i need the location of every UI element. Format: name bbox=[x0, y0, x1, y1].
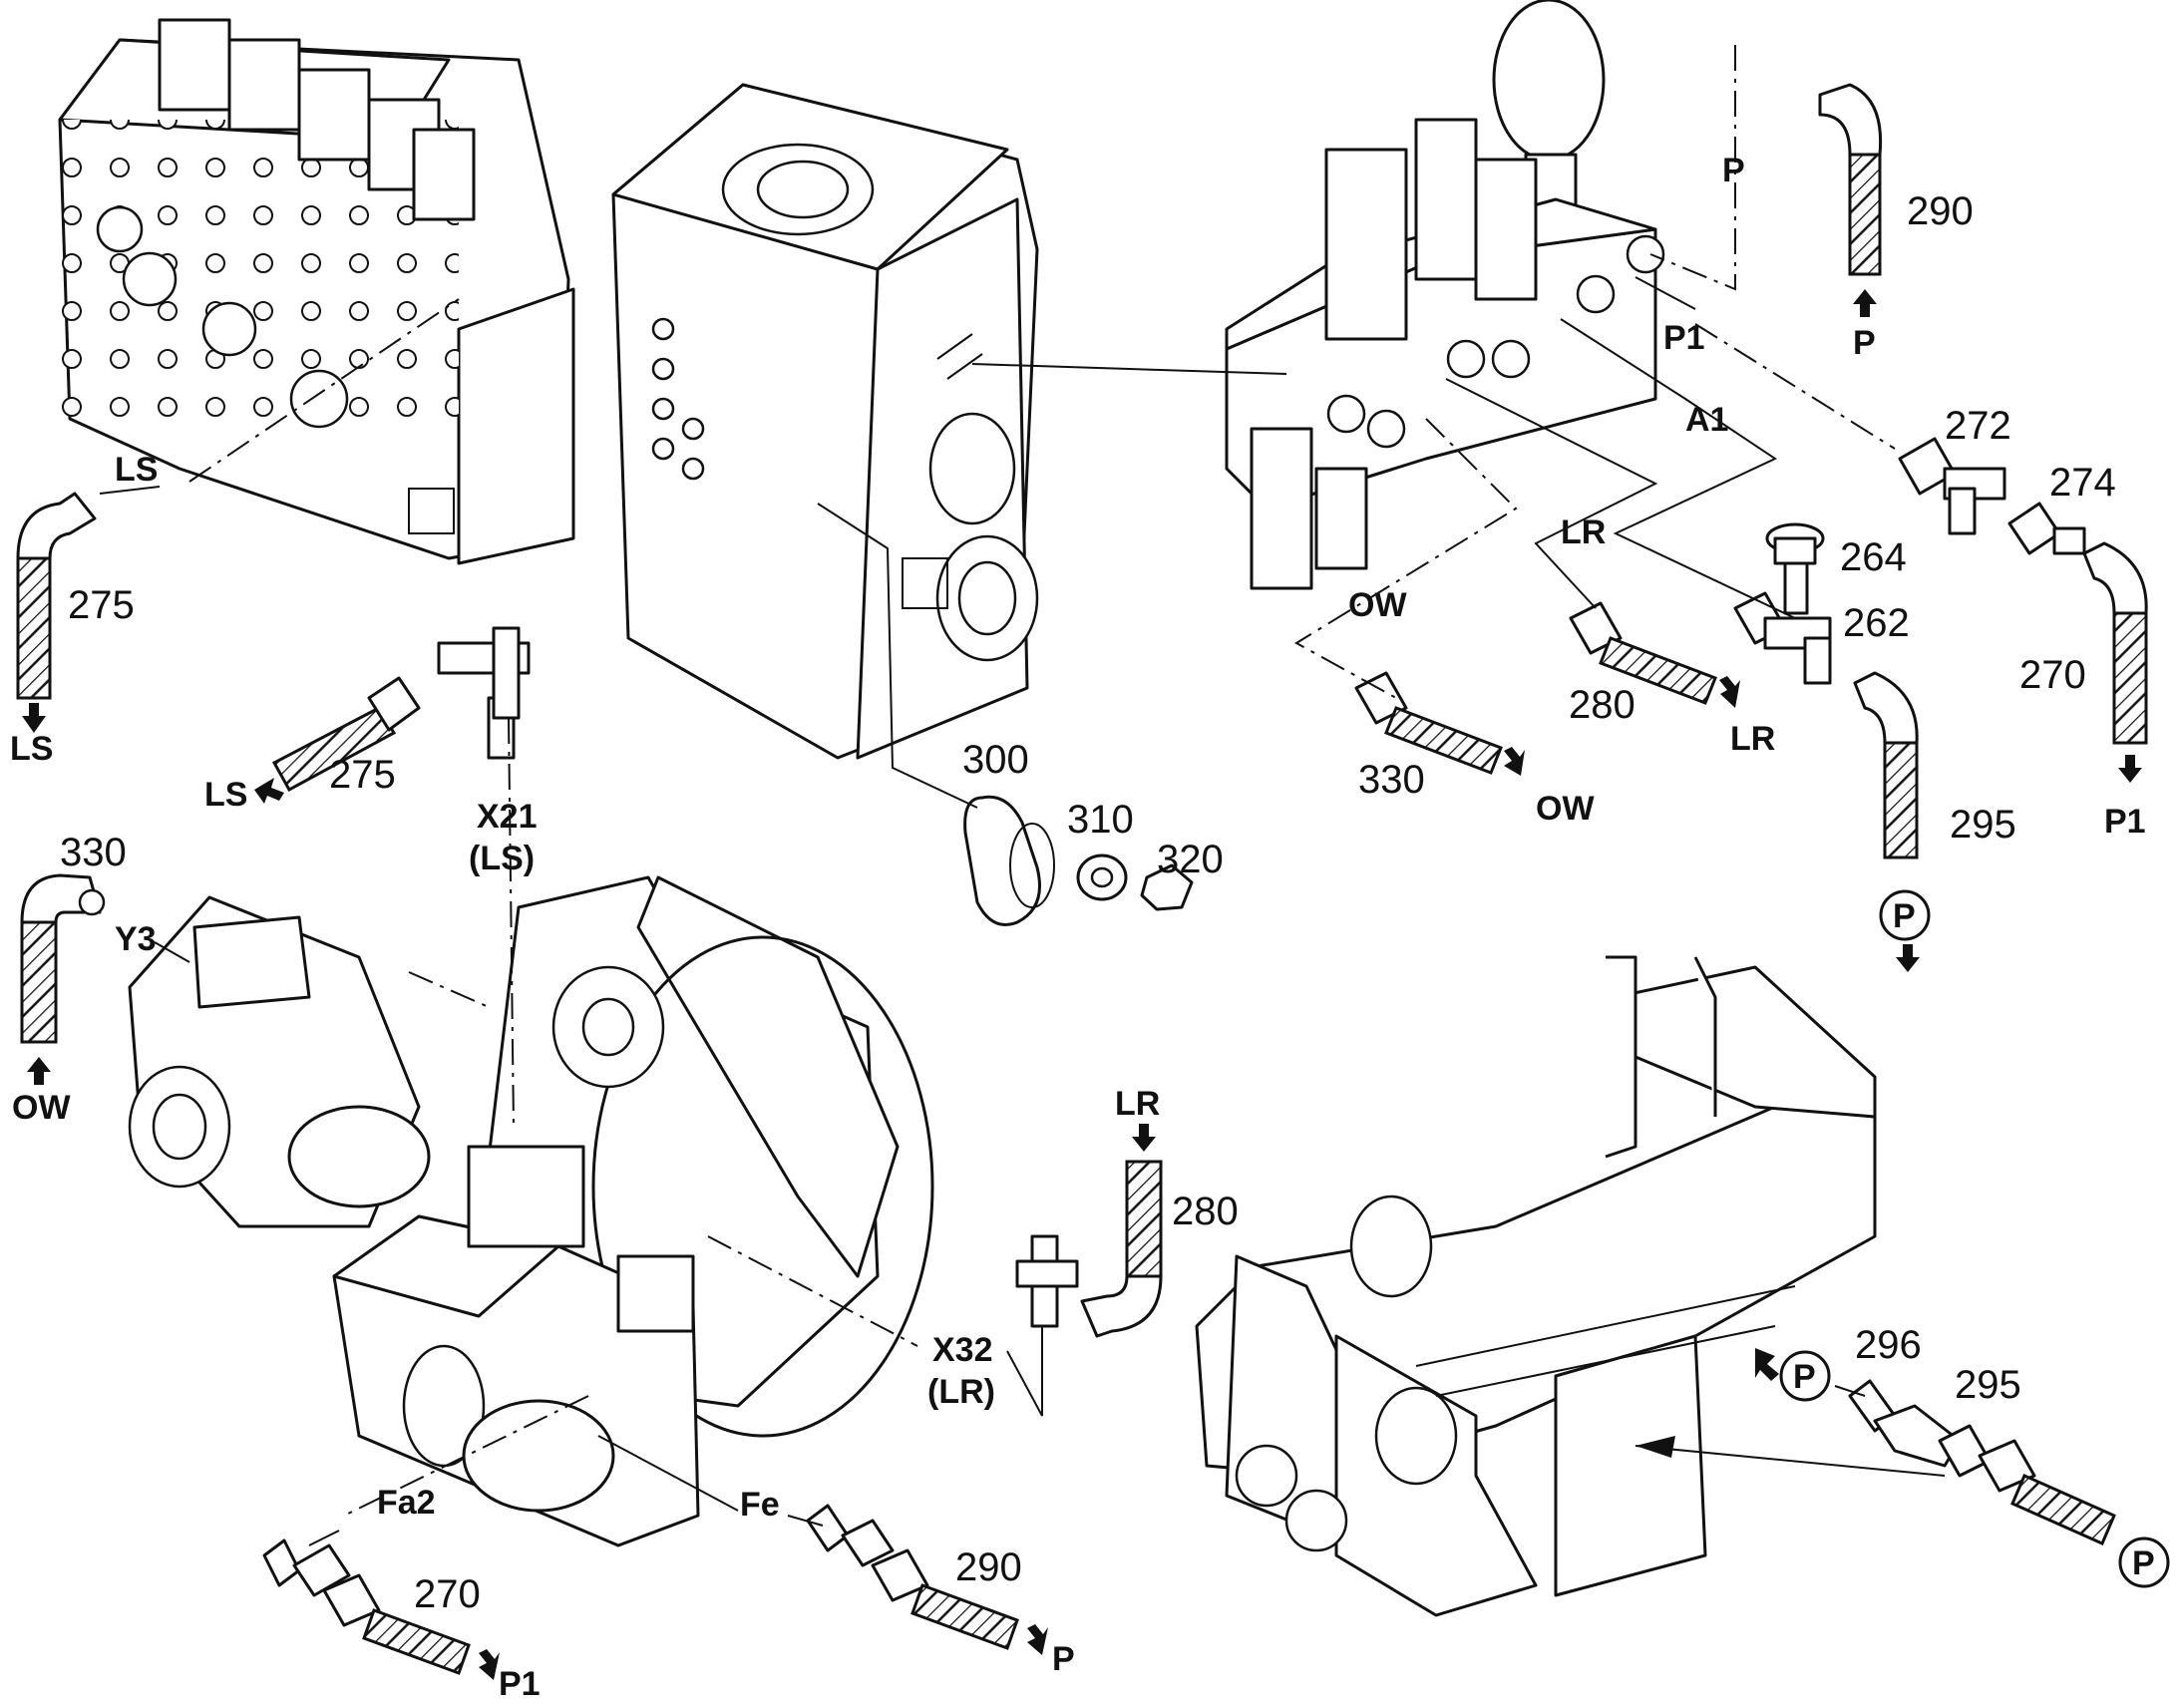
label-296: 296 bbox=[1855, 1323, 1922, 1367]
leader-lines bbox=[99, 45, 1946, 1546]
label-port-x21-sub: (LS) bbox=[469, 840, 535, 877]
port-circle-p-hose bbox=[2118, 1537, 2170, 1588]
hose-295-right bbox=[1853, 671, 1920, 972]
fitting-x21 bbox=[437, 626, 531, 760]
label-274: 274 bbox=[2049, 461, 2116, 505]
label-295-right: 295 bbox=[1950, 803, 2016, 847]
label-320: 320 bbox=[1157, 838, 1224, 881]
label-310: 310 bbox=[1067, 798, 1134, 842]
label-330-left: 330 bbox=[60, 831, 127, 874]
label-272: 272 bbox=[1945, 404, 2011, 448]
hose-290-top bbox=[1818, 83, 1883, 317]
label-264: 264 bbox=[1840, 535, 1907, 579]
part-number-labels: 290 272 274 264 262 270 280 330 295 275 … bbox=[60, 189, 2116, 1616]
loader-frame bbox=[1195, 955, 1877, 1617]
hose-270-bottom bbox=[262, 1538, 500, 1680]
brake-valve-accumulator bbox=[1225, 0, 1665, 590]
label-port-ls-left-bottom: LS bbox=[10, 730, 53, 768]
label-port-ow-330: OW bbox=[1536, 790, 1595, 828]
hose-280-top bbox=[1569, 601, 1740, 708]
label-port-ow-valve: OW bbox=[1348, 586, 1407, 624]
label-270-right: 270 bbox=[2019, 653, 2086, 697]
label-port-x32-sub: (LR) bbox=[927, 1373, 995, 1411]
label-port-x32: X32 bbox=[932, 1331, 993, 1369]
hose-330-left bbox=[20, 873, 106, 1085]
fitting-264-262 bbox=[1733, 522, 1832, 685]
label-port-p1-valve: P1 bbox=[1663, 319, 1705, 357]
label-port-p-bottom: P bbox=[1052, 1640, 1075, 1678]
label-port-a1: A1 bbox=[1685, 401, 1728, 439]
pump-gearbox-assembly bbox=[128, 875, 934, 1547]
label-port-p-circle-295: P bbox=[1893, 897, 1916, 935]
hose-330-top bbox=[1354, 671, 1525, 776]
label-330-top: 330 bbox=[1358, 758, 1425, 802]
port-labels: P P P1 A1 LR OW LR OW P1 P LS LS LS X21 … bbox=[10, 152, 2155, 1703]
port-circle-p-frame bbox=[1779, 1350, 1831, 1402]
label-270-bottom: 270 bbox=[414, 1572, 481, 1616]
label-295-bottom: 295 bbox=[1955, 1363, 2021, 1407]
hose-275-left bbox=[16, 492, 97, 733]
label-280-top: 280 bbox=[1569, 683, 1635, 727]
label-275-left: 275 bbox=[68, 583, 135, 627]
label-port-ls-275: LS bbox=[204, 776, 247, 814]
fitting-296-295-bottom bbox=[1848, 1379, 2116, 1545]
label-port-x21: X21 bbox=[477, 798, 538, 836]
label-port-p-circle-hose: P bbox=[2132, 1544, 2155, 1582]
label-275-mid: 275 bbox=[329, 753, 396, 797]
label-port-p-290: P bbox=[1853, 324, 1876, 362]
label-port-p-dash: P bbox=[1722, 152, 1745, 189]
label-port-fa2: Fa2 bbox=[377, 1484, 436, 1522]
label-port-y3: Y3 bbox=[115, 920, 157, 958]
transmission-housing bbox=[611, 83, 1039, 760]
label-port-lr-valve: LR bbox=[1561, 513, 1606, 551]
label-262: 262 bbox=[1843, 601, 1910, 645]
label-290-bottom: 290 bbox=[955, 1545, 1022, 1589]
label-port-lr-280: LR bbox=[1730, 720, 1775, 758]
label-port-ls-left-line: LS bbox=[115, 451, 158, 489]
label-280-mid: 280 bbox=[1172, 1190, 1239, 1233]
hose-270-right bbox=[2082, 541, 2148, 783]
hose-280-mid bbox=[1015, 1124, 1163, 1338]
label-port-p-circle-frame: P bbox=[1793, 1358, 1816, 1396]
arrow-frame-p bbox=[1755, 1348, 1779, 1381]
label-port-ow-left: OW bbox=[12, 1089, 71, 1127]
port-circle-p-295 bbox=[1879, 889, 1931, 941]
label-300: 300 bbox=[962, 738, 1029, 782]
label-port-fe: Fe bbox=[740, 1486, 780, 1524]
label-port-lr-top-280: LR bbox=[1115, 1085, 1160, 1123]
clamp-300-310-320 bbox=[963, 795, 1194, 926]
hose-290-bottom bbox=[806, 1504, 1048, 1655]
label-port-p1-bottom: P1 bbox=[499, 1665, 541, 1703]
label-290-top: 290 bbox=[1907, 189, 1974, 233]
fitting-272-274 bbox=[1898, 437, 2086, 555]
label-port-p1-270: P1 bbox=[2104, 803, 2146, 841]
hose-275-mid bbox=[254, 676, 421, 804]
control-valve-block bbox=[58, 18, 575, 565]
